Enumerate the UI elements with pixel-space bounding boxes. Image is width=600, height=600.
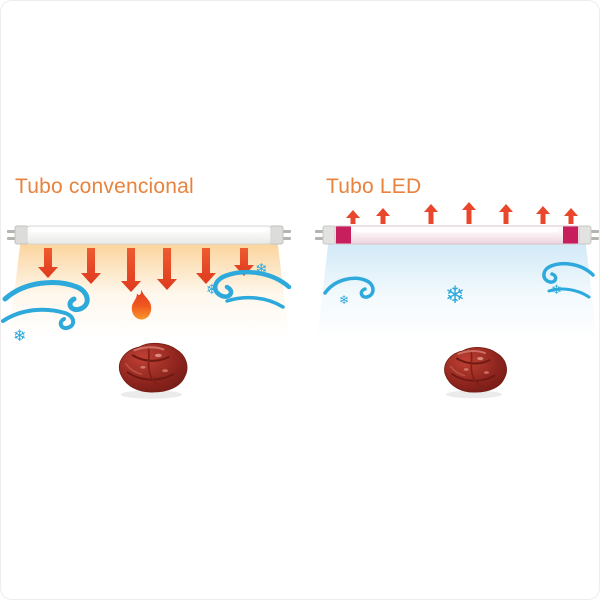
heat-arrows-up-icon: [346, 202, 578, 224]
snowflake-icon: ❄: [13, 328, 27, 345]
led-tube-illustration: [315, 225, 599, 245]
wind-swirl-icon: [213, 269, 292, 309]
snowflake-icon: ❄: [551, 282, 562, 297]
flame-icon: [131, 288, 152, 320]
meat-illustration: [118, 342, 188, 399]
snowflake-icon: ❄: [339, 293, 350, 307]
wind-swirl-icon: [323, 276, 375, 299]
snowflake-icon: ❄: [255, 261, 268, 278]
snowflake-icon: ❄: [445, 282, 466, 309]
meat-illustration: [444, 347, 507, 399]
wind-swirl-icon: [542, 261, 595, 299]
wind-swirl-icon: [1, 280, 90, 331]
snowflake-icon: ❄: [206, 281, 218, 297]
led-tube-title: Tubo LED: [326, 175, 422, 198]
heat-arrows-down-icon: [38, 248, 254, 292]
conventional-tube-title: Tubo convencional: [15, 175, 194, 198]
fluorescent-tube-illustration: [7, 225, 291, 245]
